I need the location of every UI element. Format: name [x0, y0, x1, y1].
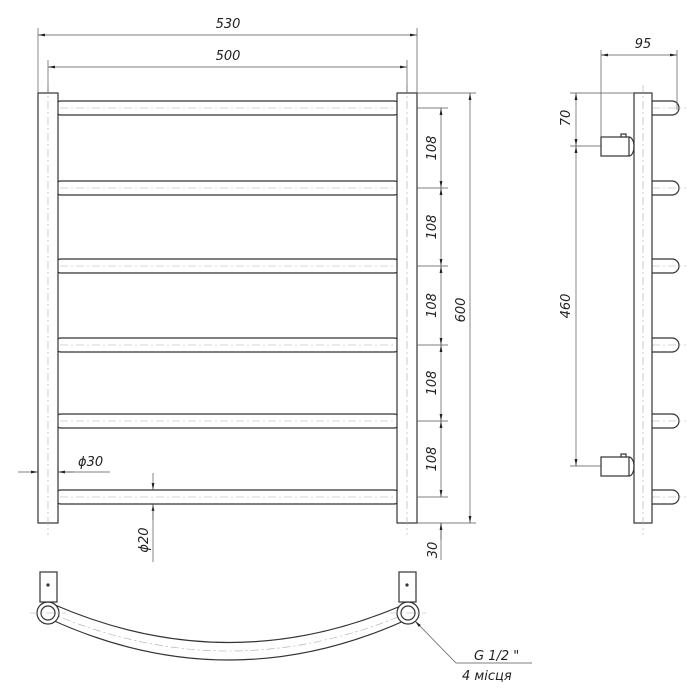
dim-label-460: 460: [559, 294, 574, 319]
dim-label-30: 30: [426, 542, 441, 559]
dim-label-108: 108: [425, 215, 440, 240]
side-rail-end-3: [652, 258, 686, 274]
dim-label-95: 95: [635, 37, 652, 52]
side-rail-end-4: [652, 337, 686, 353]
dim-label-108: 108: [425, 371, 440, 396]
front-view: 530 500 108 108 108 108 108 600 30 ϕ30: [18, 17, 476, 562]
dimension-depth: 95: [600, 37, 678, 137]
side-view: 95 70 460: [559, 37, 686, 535]
thread-callout: G 1/2 " 4 місця: [414, 620, 532, 684]
dim-label-phi30: ϕ30: [78, 455, 103, 470]
dimension-overall-width: 530: [37, 17, 418, 93]
right-cap: [398, 571, 417, 603]
dim-label-108: 108: [425, 447, 440, 472]
rail-2: [53, 180, 402, 196]
left-cap: [39, 571, 58, 603]
dimension-bottom-offset: 30: [426, 523, 443, 560]
top-view: G 1/2 " 4 місця: [30, 571, 532, 684]
rail-4: [53, 337, 402, 353]
thread-label: G 1/2 ": [474, 649, 519, 664]
dim-label-530: 530: [216, 17, 241, 32]
count-label: 4 місця: [462, 669, 512, 684]
dimension-rail-width: 500: [47, 49, 408, 93]
side-rail-end-5: [652, 413, 686, 429]
bottom-connector: [600, 453, 635, 477]
rail-6: [53, 489, 402, 505]
rail-5: [53, 413, 402, 429]
dim-label-108: 108: [425, 136, 440, 161]
side-rail-end-1: [652, 100, 686, 116]
side-rail-end-6: [652, 489, 686, 505]
side-rail-end-2: [652, 180, 686, 196]
dimension-rail-spacing: 108 108 108 108 108: [417, 107, 448, 498]
dimension-connection-spacing: 460: [559, 146, 601, 467]
dim-label-phi20: ϕ20: [137, 527, 152, 552]
dim-label-108: 108: [425, 293, 440, 318]
rail-1: [53, 100, 402, 116]
dimension-rail-diameter: ϕ20: [137, 473, 155, 562]
dim-label-500: 500: [216, 49, 241, 64]
dim-label-600: 600: [454, 298, 469, 323]
rail-3: [53, 258, 402, 274]
top-connector: [600, 133, 635, 157]
dim-label-70: 70: [559, 110, 574, 127]
dimension-height: 600: [417, 92, 476, 524]
dimension-post-diameter: ϕ30: [18, 455, 110, 474]
